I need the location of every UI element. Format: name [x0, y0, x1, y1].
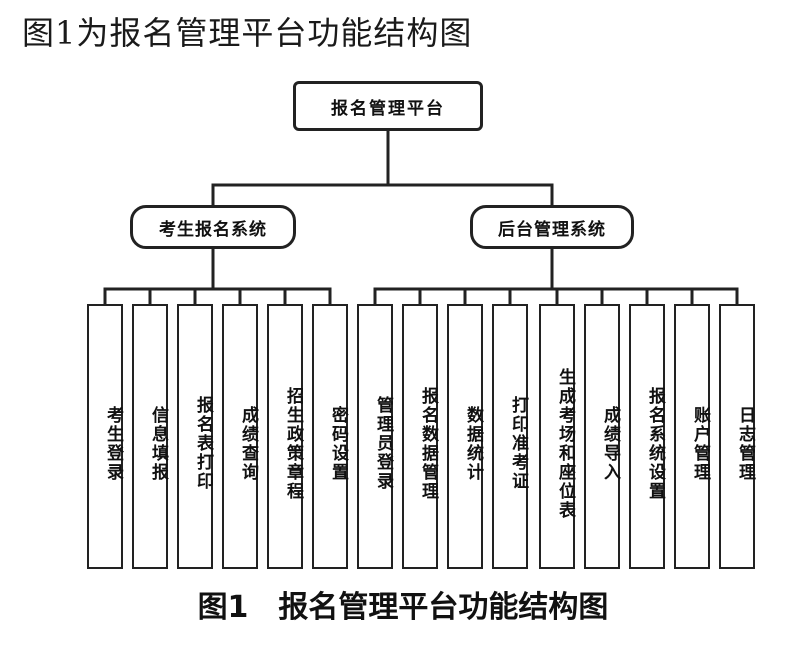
leaf-node: 信息填报	[132, 304, 168, 569]
figure-caption: 图1 报名管理平台功能结构图	[197, 590, 609, 625]
group-node-student: 考生报名系统	[130, 205, 296, 249]
leaf-node: 密码设置	[312, 304, 348, 569]
leaf-node: 管理员登录	[357, 304, 393, 569]
leaf-node: 招生政策章程	[267, 304, 303, 569]
leaf-node: 生成考场和座位表	[539, 304, 575, 569]
leaf-node: 打印准考证	[492, 304, 528, 569]
leaf-node: 考生登录	[87, 304, 123, 569]
group-node-admin: 后台管理系统	[470, 205, 634, 249]
root-node: 报名管理平台	[293, 81, 483, 131]
group-node-label: 后台管理系统	[498, 219, 606, 240]
leaf-node: 成绩查询	[222, 304, 258, 569]
leaf-node: 报名数据管理	[402, 304, 438, 569]
leaf-node: 数据统计	[447, 304, 483, 569]
leaf-node: 报名表打印	[177, 304, 213, 569]
root-node-label: 报名管理平台	[331, 98, 445, 119]
page-heading: 图1为报名管理平台功能结构图	[22, 14, 473, 52]
leaf-node: 成绩导入	[584, 304, 620, 569]
leaf-node: 报名系统设置	[629, 304, 665, 569]
leaf-node: 账户管理	[674, 304, 710, 569]
group-node-label: 考生报名系统	[159, 219, 267, 240]
leaf-node: 日志管理	[719, 304, 755, 569]
